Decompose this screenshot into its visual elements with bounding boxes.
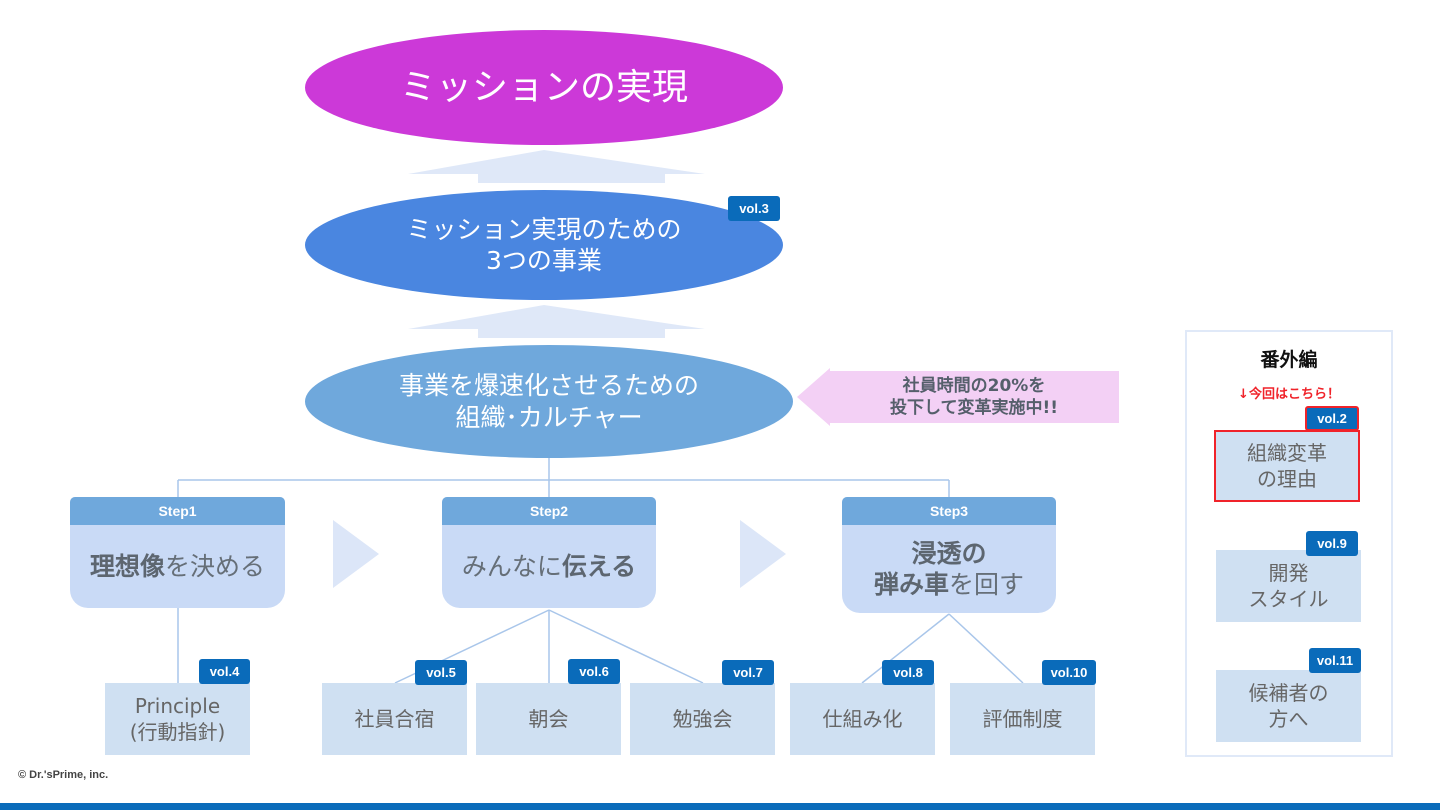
step2-text: みんなに伝える xyxy=(442,525,656,608)
badge-vol5[interactable]: vol.5 xyxy=(415,660,467,685)
sub-item-shikumika[interactable]: 仕組み化 xyxy=(790,683,935,755)
business-label: ミッション実現のための 3つの事業 xyxy=(406,214,682,275)
step2-header: Step2 xyxy=(442,497,656,525)
badge-vol3[interactable]: vol.3 xyxy=(728,196,780,221)
step2-box: Step2 みんなに伝える xyxy=(442,497,656,608)
badge-vol8[interactable]: vol.8 xyxy=(882,660,934,685)
footer-bar xyxy=(0,803,1440,810)
connector-step2-benkyokai xyxy=(548,609,704,684)
callout-line2: 投下して変革実施中!! xyxy=(890,398,1058,418)
sub-item-chokai[interactable]: 朝会 xyxy=(476,683,621,755)
callout-text: 社員時間の20%を 投下して変革実施中!! xyxy=(830,370,1118,424)
business-ellipse: ミッション実現のための 3つの事業 xyxy=(305,190,783,300)
current-note: ↓今回はこちら！ xyxy=(1238,387,1340,402)
callout-line1: 社員時間の20%を xyxy=(902,375,1046,396)
mission-ellipse: ミッションの実現 xyxy=(305,30,783,145)
step1-bold: 理想像 xyxy=(89,551,165,581)
step1-header: Step1 xyxy=(70,497,285,525)
callout-arrow xyxy=(797,368,1119,426)
connector-step3-shikumi xyxy=(861,613,950,684)
badge-vol2[interactable]: vol.2 xyxy=(1305,406,1359,431)
step1-box: Step1 理想像を決める xyxy=(70,497,285,608)
sub-item-principle[interactable]: Principle (行動指針) xyxy=(105,683,250,755)
step3-rest: を回す xyxy=(949,570,1025,599)
step2-prefix: みんなに xyxy=(461,551,562,581)
step1-rest: を決める xyxy=(165,551,266,581)
connector-step3-hyoka xyxy=(948,613,1024,684)
extra-item-dev-style[interactable]: 開発 スタイル xyxy=(1216,550,1361,622)
org-culture-label: 事業を爆速化させるための 組織･カルチャー xyxy=(398,371,699,432)
step1-text: 理想像を決める xyxy=(70,525,285,608)
org-culture-ellipse: 事業を爆速化させるための 組織･カルチャー xyxy=(305,345,793,458)
sub-item-gasshuku[interactable]: 社員合宿 xyxy=(322,683,467,755)
extra-panel-title: 番外編 xyxy=(1260,349,1318,371)
extra-item-reason[interactable]: 組織変革 の理由 xyxy=(1214,430,1360,502)
badge-vol4[interactable]: vol.4 xyxy=(199,659,250,684)
badge-vol11[interactable]: vol.11 xyxy=(1309,648,1361,673)
extra-panel xyxy=(1185,330,1393,757)
step3-box: Step3 浸透の 弾み車を回す xyxy=(842,497,1056,613)
badge-vol10[interactable]: vol.10 xyxy=(1042,660,1096,685)
copyright: © Dr.'sPrime, inc. xyxy=(18,769,109,781)
step-arrow-1-icon xyxy=(333,520,379,588)
up-arrow-2 xyxy=(408,305,705,338)
up-arrow-1 xyxy=(408,150,705,183)
step-arrow-2-icon xyxy=(740,520,786,588)
step2-bold: 伝える xyxy=(561,551,637,581)
sub-item-hyoka[interactable]: 評価制度 xyxy=(950,683,1095,755)
step3-text: 浸透の 弾み車を回す xyxy=(842,525,1056,613)
step3-header: Step3 xyxy=(842,497,1056,525)
badge-vol6[interactable]: vol.6 xyxy=(568,659,620,684)
step3-bold: 弾み車 xyxy=(873,570,949,599)
extra-item-candidates[interactable]: 候補者の 方へ xyxy=(1216,670,1361,742)
mission-label: ミッションの実現 xyxy=(399,67,688,108)
sub-item-benkyokai[interactable]: 勉強会 xyxy=(630,683,775,755)
step3-line1: 浸透の xyxy=(911,538,987,568)
badge-vol7[interactable]: vol.7 xyxy=(722,660,774,685)
badge-vol9[interactable]: vol.9 xyxy=(1306,531,1358,556)
